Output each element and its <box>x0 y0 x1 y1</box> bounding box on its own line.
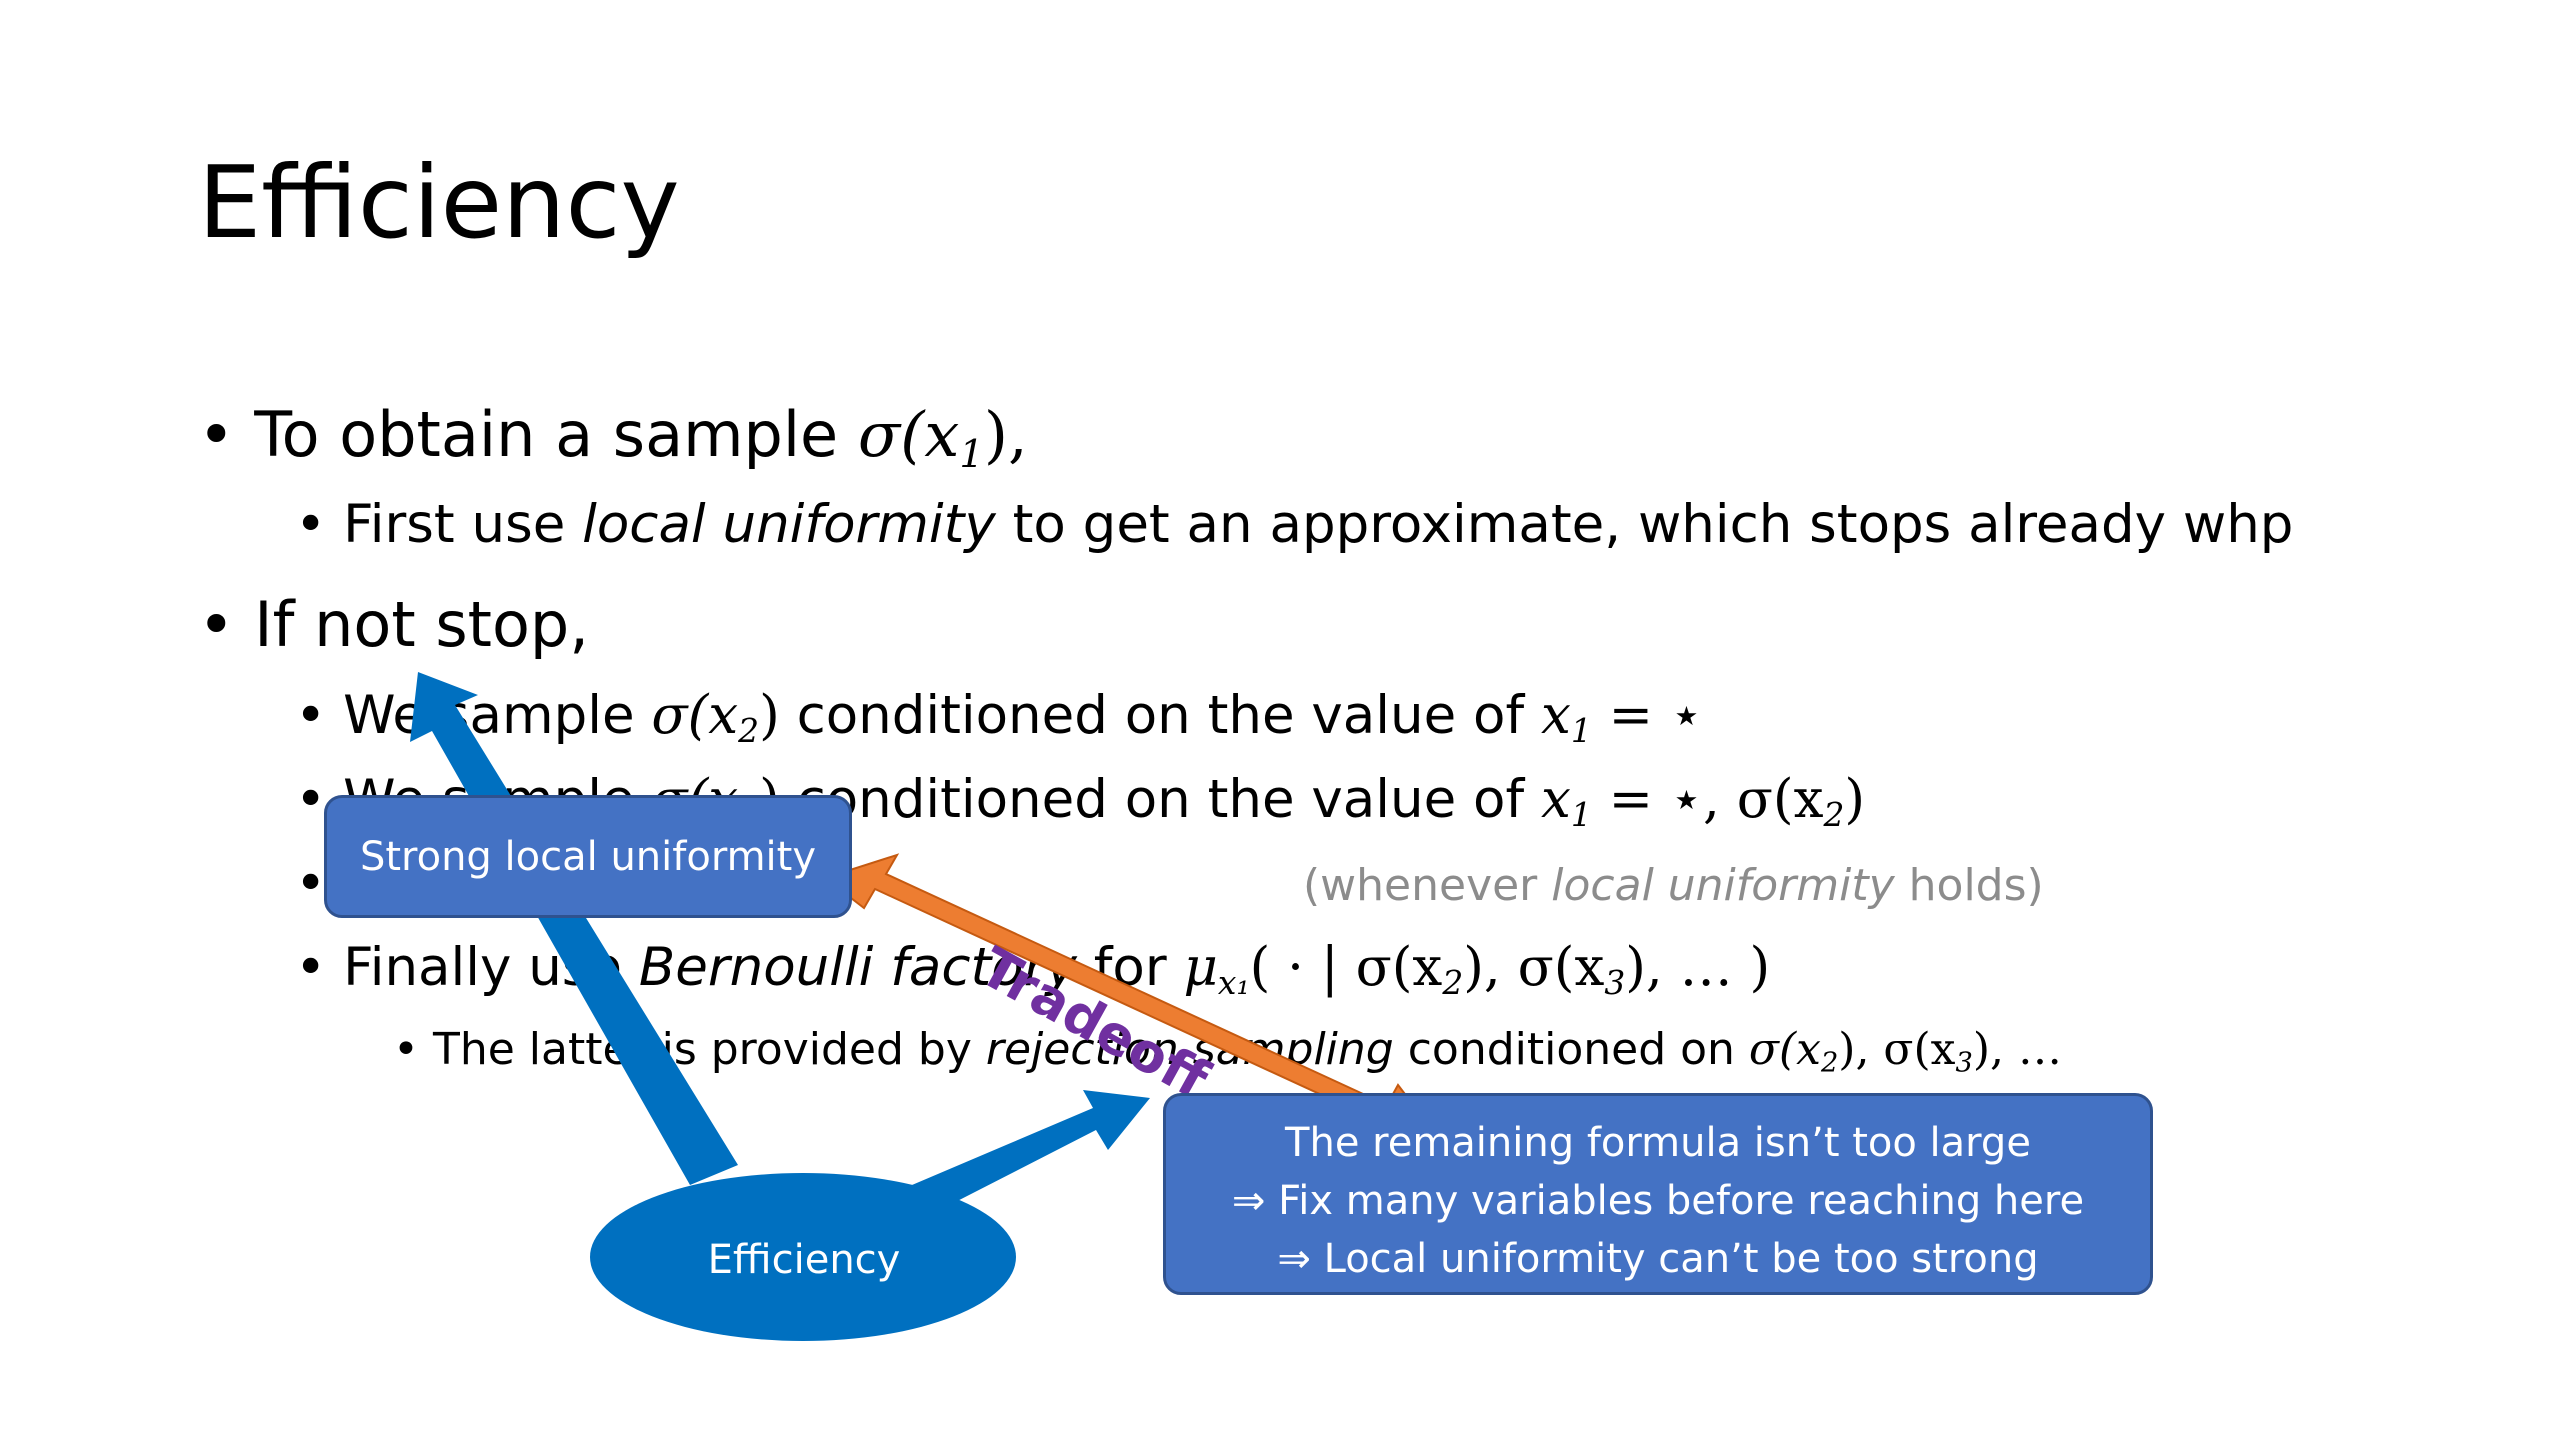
efficiency-label: Efficiency <box>707 1237 901 1283</box>
remaining-line-2: ⇒ Fix many variables before reaching her… <box>1231 1178 2085 1224</box>
strong-local-uniformity-box: Strong local uniformity <box>324 795 852 918</box>
bullet-2-1: • We sample σ(x2) conditioned on the val… <box>295 685 1704 751</box>
bullet-1-1: • First use local uniformity to get an a… <box>295 494 2294 555</box>
bullet-2: • If not stop, <box>198 588 589 661</box>
bullet-2-3: • <box>295 853 327 914</box>
remaining-line-1: The remaining formula isn’t too large <box>1285 1120 2031 1166</box>
remaining-line-3: ⇒ Local uniformity can’t be too strong <box>1277 1236 2039 1282</box>
efficiency-ellipse <box>590 1173 1016 1341</box>
bullet-1: • To obtain a sample σ(x1), <box>198 398 1028 477</box>
blue-arrow-up <box>410 672 738 1185</box>
bullet-1-text: To obtain a sample <box>254 398 858 471</box>
remaining-formula-box: The remaining formula isn’t too large ⇒ … <box>1163 1093 2153 1295</box>
blue-arrow-right <box>912 1090 1150 1215</box>
bullet-1-math: σ(x1), <box>857 398 1028 477</box>
bullet-2-4-1: • The latter is provided by rejection sa… <box>393 1024 2062 1079</box>
slide-title: Efficiency <box>198 144 680 261</box>
bullet-2-3-note: (whenever local uniformity holds) <box>1303 860 2044 911</box>
bullet-marker: • <box>198 398 255 471</box>
bullet-2-text: If not stop, <box>254 588 589 661</box>
